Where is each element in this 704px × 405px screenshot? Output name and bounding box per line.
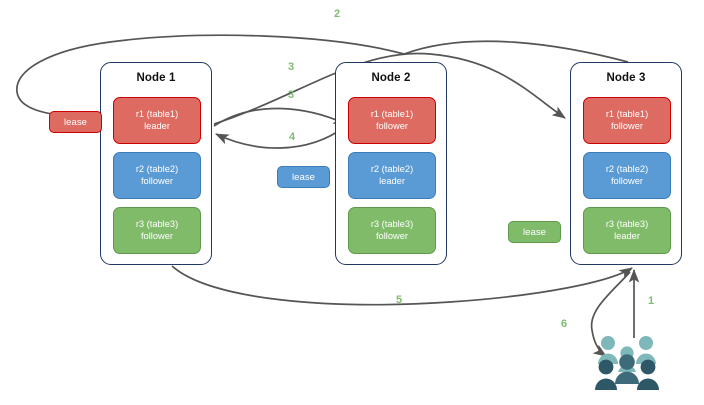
step-label-6: 6 <box>561 318 568 330</box>
step-label-3b: 3 <box>288 89 295 101</box>
replica-role: follower <box>610 175 644 186</box>
replica-name: r3 (table3) <box>605 218 649 229</box>
lease-badge-red[interactable]: lease <box>49 111 102 133</box>
node-container-3: Node 3 r1 (table1) follower r2 (table2) … <box>570 62 682 265</box>
lease-badge-blue[interactable]: lease <box>277 166 330 188</box>
arrow-step-5 <box>171 265 633 306</box>
replica-role: follower <box>140 175 174 186</box>
replica-node2-r2[interactable]: r2 (table2) leader <box>348 152 436 199</box>
arrow-step-3-long <box>213 52 566 125</box>
lease-badge-green[interactable]: lease <box>508 221 561 243</box>
node-title-2: Node 2 <box>371 72 411 84</box>
replica-name: r1 (table1) <box>370 108 414 119</box>
replica-node1-r3[interactable]: r3 (table3) follower <box>113 207 201 254</box>
replica-node3-r1[interactable]: r1 (table1) follower <box>583 97 671 144</box>
replica-role: leader <box>144 120 170 131</box>
replica-role: leader <box>614 230 640 241</box>
arrow-step-4 <box>215 125 347 149</box>
replica-node3-r2[interactable]: r2 (table2) follower <box>583 152 671 199</box>
step-label-3a: 3 <box>288 61 295 73</box>
step-label-5: 5 <box>396 294 403 306</box>
step-label-4: 4 <box>289 131 296 143</box>
replica-name: r3 (table3) <box>135 218 179 229</box>
step-label-1: 1 <box>648 295 655 307</box>
replica-node2-r3[interactable]: r3 (table3) follower <box>348 207 436 254</box>
replica-node1-r2[interactable]: r2 (table2) follower <box>113 152 201 199</box>
replica-role: follower <box>140 230 174 241</box>
node-container-2: Node 2 r1 (table1) follower r2 (table2) … <box>335 62 447 265</box>
node-title-3: Node 3 <box>606 72 646 84</box>
replica-node2-r1[interactable]: r1 (table1) follower <box>348 97 436 144</box>
replica-name: r3 (table3) <box>370 218 414 229</box>
replica-name: r1 (table1) <box>605 108 649 119</box>
replica-role: leader <box>379 175 405 186</box>
node-title-1: Node 1 <box>136 72 176 84</box>
replica-name: r2 (table2) <box>605 163 649 174</box>
arrow-step-6 <box>590 271 631 357</box>
replica-node1-r1[interactable]: r1 (table1) leader <box>113 97 201 144</box>
replica-role: follower <box>610 120 644 131</box>
arrow-step-2-tail <box>16 34 405 122</box>
replica-name: r2 (table2) <box>370 163 414 174</box>
replica-role: follower <box>375 120 409 131</box>
replica-role: follower <box>375 230 409 241</box>
node-container-1: Node 1 r1 (table1) leader r2 (table2) fo… <box>100 62 212 265</box>
step-label-2: 2 <box>334 8 341 20</box>
replica-name: r1 (table1) <box>135 108 179 119</box>
arrow-step-2 <box>403 40 629 63</box>
arrow-step-3-short <box>213 107 347 127</box>
replica-node3-r3[interactable]: r3 (table3) leader <box>583 207 671 254</box>
replica-name: r2 (table2) <box>135 163 179 174</box>
